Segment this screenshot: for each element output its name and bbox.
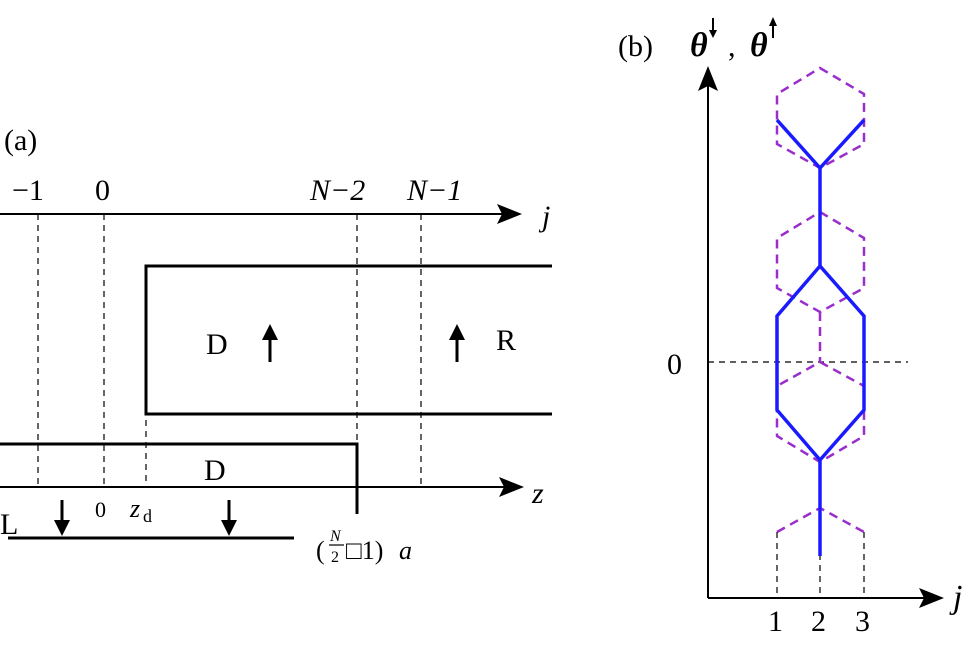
upper-r-label: R	[496, 324, 516, 357]
svg-text:z: z	[129, 494, 140, 523]
theta-down-arrow-icon	[709, 18, 717, 38]
svg-text:(: (	[316, 536, 325, 565]
panel-a-label: (a)	[4, 124, 37, 157]
panel-b-x-axis-arrowhead	[919, 588, 944, 608]
svg-text:□1): □1)	[346, 536, 383, 565]
solid-path-group	[775, 118, 866, 556]
solid-v-top	[775, 118, 866, 171]
bottom-tick-zd: z d	[129, 494, 152, 526]
dashed-hexagon-top	[775, 66, 866, 170]
top-tick-minus-1: −1	[12, 174, 44, 207]
panel-b-origin-label: 0	[667, 348, 682, 381]
upper-region-outline	[144, 264, 552, 416]
theta-separator: ,	[728, 30, 736, 63]
upper-d-up-arrow	[262, 324, 278, 362]
bottom-tick-0: 0	[95, 497, 106, 522]
lower-l-label: L	[0, 508, 18, 541]
panel-b-x-tick-1: 1	[768, 605, 783, 638]
theta-down-symbol: θ	[690, 27, 708, 64]
upper-d-label: D	[206, 328, 228, 361]
panel-b-x-axis-label: j	[949, 579, 962, 616]
top-tick-0: 0	[95, 174, 110, 207]
top-tick-n-minus-2: N−2	[309, 174, 365, 207]
upper-r-up-arrow	[449, 324, 465, 362]
panel-b-y-axis-arrowhead	[698, 66, 718, 91]
bottom-z-axis-label: z	[531, 477, 544, 510]
panel-b: (b) θ , θ j 0 1 2 3	[618, 17, 962, 638]
panel-b-label: (b)	[618, 30, 653, 63]
dashed-hexagon-center	[775, 312, 866, 464]
lower-d-label: D	[204, 454, 226, 487]
theta-up-symbol: θ	[750, 27, 768, 64]
bottom-z-axis-arrowhead	[499, 477, 524, 497]
lower-d-outline	[0, 442, 359, 514]
top-tick-n-minus-1: N−1	[406, 174, 462, 207]
panel-b-x-tick-3: 3	[855, 605, 870, 638]
svg-text:N: N	[329, 528, 342, 545]
theta-up-arrow-icon	[769, 17, 777, 38]
panel-a: (a) j −1 0 N−2 N−1 D R D z	[0, 124, 552, 566]
svg-text:d: d	[143, 506, 152, 526]
panel-b-y-axis-label: θ , θ	[690, 17, 777, 64]
bottom-tick-half-n: ( N 2 □1) a	[316, 528, 412, 566]
svg-text:a: a	[399, 536, 412, 565]
top-j-axis-arrowhead	[497, 204, 522, 224]
lower-d-down-arrow	[221, 500, 237, 536]
top-j-axis-label: j	[538, 200, 550, 233]
lower-l-down-arrow	[54, 500, 70, 536]
panel-b-x-tick-2: 2	[811, 605, 826, 638]
svg-text:2: 2	[331, 549, 339, 566]
